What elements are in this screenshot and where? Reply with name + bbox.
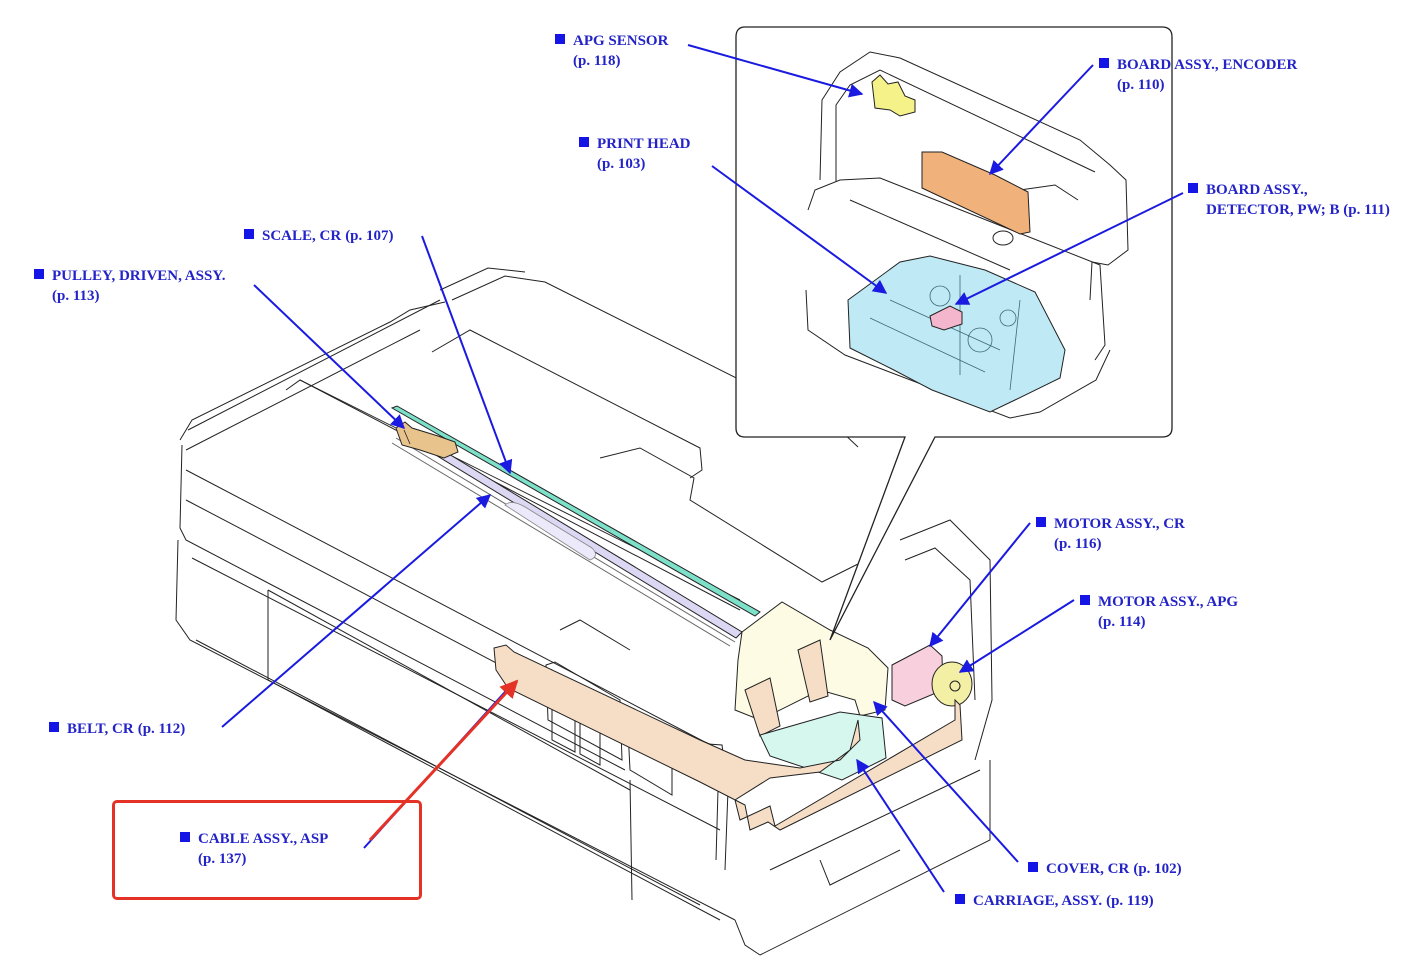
leader-apg-sensor	[687, 44, 864, 98]
callout-board-detector[interactable]: BOARD ASSY., DETECTOR, PW; B (p. 111)	[1188, 180, 1390, 220]
page-ref[interactable]: (p. 111)	[1343, 202, 1390, 218]
leader-cover-cr	[873, 700, 1019, 863]
leader-board-encoder	[989, 64, 1094, 176]
inset-panel	[735, 26, 1173, 641]
cable-asp-part	[493, 644, 963, 831]
page-ref[interactable]: (p. 107)	[345, 228, 394, 244]
bullet-icon	[180, 832, 190, 842]
apg-sensor-part	[871, 74, 916, 117]
bullet-icon	[555, 34, 565, 44]
page-ref[interactable]: (p. 102)	[1133, 861, 1182, 877]
callout-board-encoder[interactable]: BOARD ASSY., ENCODER (p. 110)	[1099, 55, 1297, 95]
bullet-icon	[1080, 595, 1090, 605]
bullet-icon	[49, 722, 59, 732]
leader-motor-apg	[958, 599, 1075, 673]
page-ref[interactable]: (p. 116)	[1054, 536, 1102, 552]
bullet-icon	[1028, 862, 1038, 872]
right-side	[899, 519, 993, 761]
leader-board-detector	[954, 192, 1184, 305]
leader-motor-cr	[929, 522, 1031, 648]
top-cover	[179, 301, 446, 441]
bullet-icon	[955, 894, 965, 904]
bullet-icon	[1099, 58, 1109, 68]
callout-carriage-assy[interactable]: CARRIAGE, ASSY.(p. 119)	[955, 891, 1154, 911]
page-ref[interactable]: (p. 112)	[137, 721, 186, 737]
page-ref[interactable]: (p. 103)	[597, 156, 646, 172]
printer-body	[175, 267, 993, 956]
encoder-board-part	[921, 151, 1031, 235]
bullet-icon	[579, 137, 589, 147]
callout-pulley-driven[interactable]: PULLEY, DRIVEN, ASSY. (p. 113)	[34, 266, 226, 306]
callout-cover-cr[interactable]: COVER, CR(p. 102)	[1028, 859, 1182, 879]
scale-cr-part	[390, 405, 761, 617]
callout-motor-apg[interactable]: MOTOR ASSY., APG (p. 114)	[1080, 592, 1238, 632]
page-ref[interactable]: (p. 137)	[198, 851, 247, 867]
bullet-icon	[1188, 183, 1198, 193]
detector-board-part	[929, 305, 963, 331]
leader-scale-cr	[421, 235, 513, 475]
carriage-assy-part	[759, 711, 887, 781]
cover-cr-part	[734, 601, 889, 737]
leader-belt-cr	[221, 494, 492, 728]
leader-print-head	[711, 165, 888, 294]
page-ref[interactable]: (p. 110)	[1117, 77, 1165, 93]
belt-cr-part	[391, 427, 743, 647]
print-head-part	[847, 255, 1066, 413]
page-ref[interactable]: (p. 119)	[1106, 893, 1154, 909]
bullet-icon	[244, 229, 254, 239]
leader-carriage-assy	[856, 758, 945, 893]
callout-scale-cr[interactable]: SCALE, CR(p. 107)	[244, 226, 394, 246]
page-ref[interactable]: (p. 118)	[573, 53, 621, 69]
highlight-box-cable-asp	[112, 800, 422, 900]
callout-cable-asp[interactable]: CABLE ASSY., ASP (p. 137)	[180, 829, 328, 869]
callout-apg-sensor[interactable]: APG SENSOR (p. 118)	[555, 31, 668, 71]
bullet-icon	[34, 269, 44, 279]
bullet-icon	[1036, 517, 1046, 527]
callout-motor-cr[interactable]: MOTOR ASSY., CR (p. 116)	[1036, 514, 1185, 554]
page-ref[interactable]: (p. 113)	[52, 288, 100, 304]
callout-print-head[interactable]: PRINT HEAD (p. 103)	[579, 134, 691, 174]
pulley-driven-part	[395, 421, 459, 459]
highlight-arrow-cable-asp	[368, 679, 519, 842]
callout-belt-cr[interactable]: BELT, CR(p. 112)	[49, 719, 185, 739]
top-tray-slot	[431, 329, 703, 479]
motor-apg-part	[931, 661, 973, 707]
leader-pulley-driven	[253, 284, 406, 429]
page-ref[interactable]: (p. 114)	[1098, 614, 1146, 630]
